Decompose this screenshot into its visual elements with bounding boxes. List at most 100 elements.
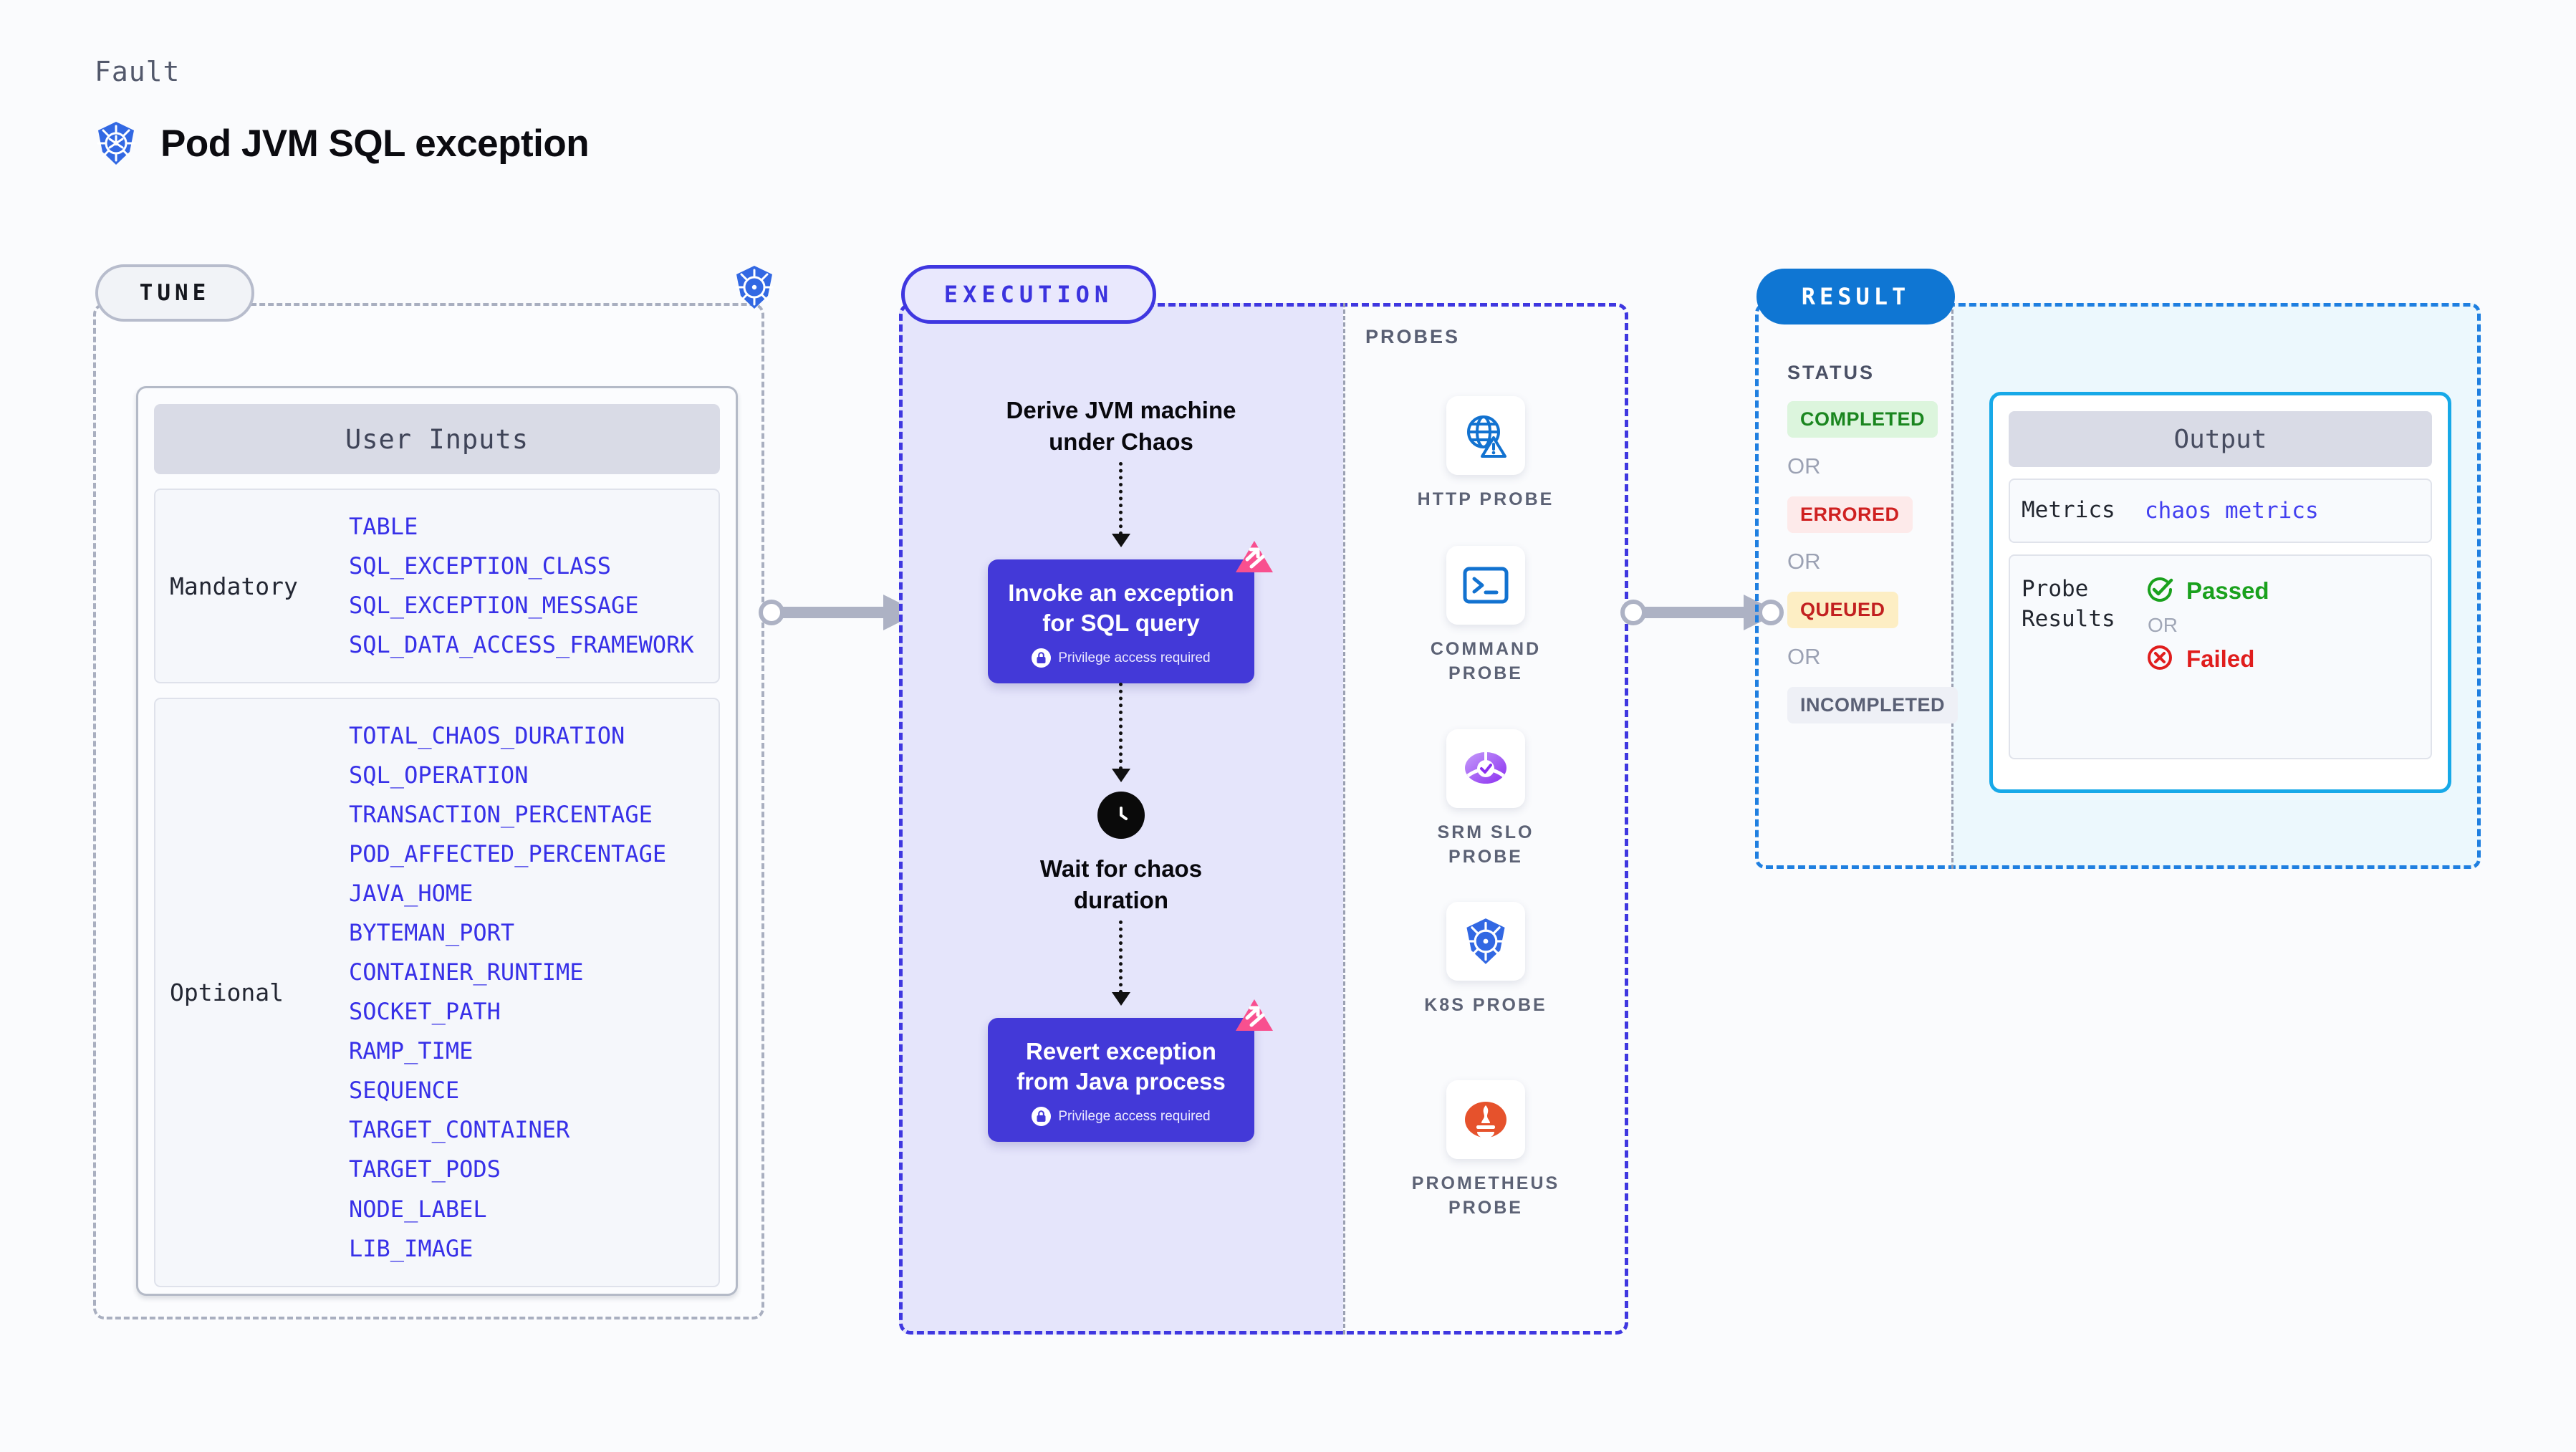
- param-item: SQL_EXCEPTION_CLASS: [349, 552, 612, 580]
- status-badge-completed: COMPLETED: [1787, 401, 1938, 438]
- flow-arrow-line: [1119, 920, 1123, 994]
- output-title: Output: [2009, 411, 2432, 467]
- result-badge[interactable]: RESULT: [1756, 269, 1955, 324]
- or-label: OR: [2148, 613, 2178, 636]
- or-label: OR: [1787, 549, 1821, 574]
- privilege-note: Privilege access required: [1001, 1107, 1241, 1127]
- lock-icon: [1032, 1107, 1052, 1127]
- param-group-mandatory: Mandatory TABLE SQL_EXCEPTION_CLASS SQL_…: [154, 489, 720, 684]
- param-list-optional: TOTAL_CHAOS_DURATION SQL_OPERATION TRANS…: [349, 716, 666, 1268]
- litmus-chaos-icon: [1234, 539, 1274, 580]
- connector-execution-to-result: [1620, 595, 1784, 630]
- prometheus-icon: [1446, 1080, 1525, 1159]
- page-title: Pod JVM SQL exception: [93, 120, 590, 166]
- param-item: POD_AFFECTED_PERCENTAGE: [349, 840, 667, 868]
- param-item: NODE_LABEL: [349, 1195, 487, 1223]
- kubernetes-icon: [93, 120, 139, 166]
- tune-panel: User Inputs Mandatory TABLE SQL_EXCEPTIO…: [93, 303, 764, 1319]
- param-item: LIB_IMAGE: [349, 1234, 474, 1262]
- result-divider: [1951, 303, 1953, 869]
- execution-panel: [899, 303, 1628, 1335]
- param-item: TABLE: [349, 513, 418, 540]
- status-badge-incompleted: INCOMPLETED: [1787, 687, 1959, 723]
- flow-arrow-head: [1112, 769, 1130, 782]
- status-column: STATUS COMPLETED OR ERRORED OR QUEUED OR…: [1787, 362, 1959, 723]
- param-group-label: Mandatory: [170, 572, 298, 600]
- probe-result-passed: Passed: [2145, 574, 2269, 608]
- page-title-text: Pod JVM SQL exception: [160, 122, 590, 165]
- metrics-link[interactable]: chaos metrics: [2145, 497, 2319, 524]
- status-badge-errored: ERRORED: [1787, 496, 1913, 533]
- param-item: RAMP_TIME: [349, 1037, 474, 1065]
- privilege-text: Privilege access required: [1058, 650, 1211, 665]
- privilege-text: Privilege access required: [1058, 1108, 1211, 1124]
- output-key: Metrics: [2022, 497, 2115, 523]
- slo-gauge-icon: [1446, 729, 1525, 808]
- flow-arrow-head: [1112, 992, 1130, 1006]
- param-list-mandatory: TABLE SQL_EXCEPTION_CLASS SQL_EXCEPTION_…: [349, 507, 694, 665]
- param-item: SQL_OPERATION: [349, 761, 529, 789]
- probe-label: HTTP PROBE: [1417, 489, 1554, 509]
- param-item: SQL_EXCEPTION_MESSAGE: [349, 592, 639, 620]
- globe-warning-icon: [1446, 396, 1525, 475]
- or-label: OR: [1787, 453, 1821, 479]
- param-group-label: Optional: [170, 978, 284, 1006]
- user-inputs-title: User Inputs: [154, 404, 720, 474]
- probes-shade: [1343, 303, 1628, 1335]
- privilege-note: Privilege access required: [1001, 648, 1241, 668]
- param-item: SEQUENCE: [349, 1077, 460, 1105]
- user-inputs-card: User Inputs Mandatory TABLE SQL_EXCEPTIO…: [136, 386, 738, 1296]
- tune-badge[interactable]: TUNE: [95, 264, 254, 322]
- status-title: STATUS: [1787, 362, 1875, 383]
- lock-icon: [1032, 648, 1052, 668]
- x-circle-icon: [2145, 643, 2175, 676]
- passed-label: Passed: [2186, 577, 2269, 605]
- failed-label: Failed: [2186, 645, 2255, 673]
- probe-result-values: Passed OR Failed: [2145, 574, 2269, 676]
- probes-title: PROBES: [1365, 326, 1461, 347]
- param-group-optional: Optional TOTAL_CHAOS_DURATION SQL_OPERAT…: [154, 698, 720, 1287]
- output-row-metrics: Metrics chaos metrics: [2009, 479, 2432, 543]
- param-item: TARGET_CONTAINER: [349, 1116, 570, 1144]
- param-item: JAVA_HOME: [349, 880, 474, 908]
- fault-kicker: Fault: [95, 56, 181, 87]
- execution-badge[interactable]: EXECUTION: [901, 265, 1156, 324]
- flow-arrow-line: [1119, 683, 1123, 770]
- param-item: BYTEMAN_PORT: [349, 919, 515, 947]
- kubernetes-icon: [1446, 902, 1525, 981]
- litmus-chaos-icon: [1234, 998, 1274, 1039]
- probes-divider: [1343, 303, 1345, 1335]
- probe-http[interactable]: HTTP PROBE: [1343, 396, 1628, 512]
- probe-k8s[interactable]: K8S PROBE: [1343, 902, 1628, 1018]
- param-item: TOTAL_CHAOS_DURATION: [349, 722, 625, 750]
- result-panel: [1755, 303, 2481, 869]
- clock-icon: [1097, 792, 1145, 839]
- param-item: SOCKET_PATH: [349, 998, 501, 1026]
- param-item: TRANSACTION_PERCENTAGE: [349, 801, 653, 829]
- check-circle-icon: [2145, 574, 2175, 608]
- probe-result-failed: Failed: [2145, 643, 2269, 676]
- status-badge-queued: QUEUED: [1787, 592, 1898, 628]
- flow-arrow-head: [1112, 534, 1130, 547]
- param-item: SQL_DATA_ACCESS_FRAMEWORK: [349, 631, 694, 659]
- param-item: TARGET_PODS: [349, 1155, 501, 1183]
- flow-arrow-line: [1119, 462, 1123, 535]
- terminal-icon: [1446, 546, 1525, 625]
